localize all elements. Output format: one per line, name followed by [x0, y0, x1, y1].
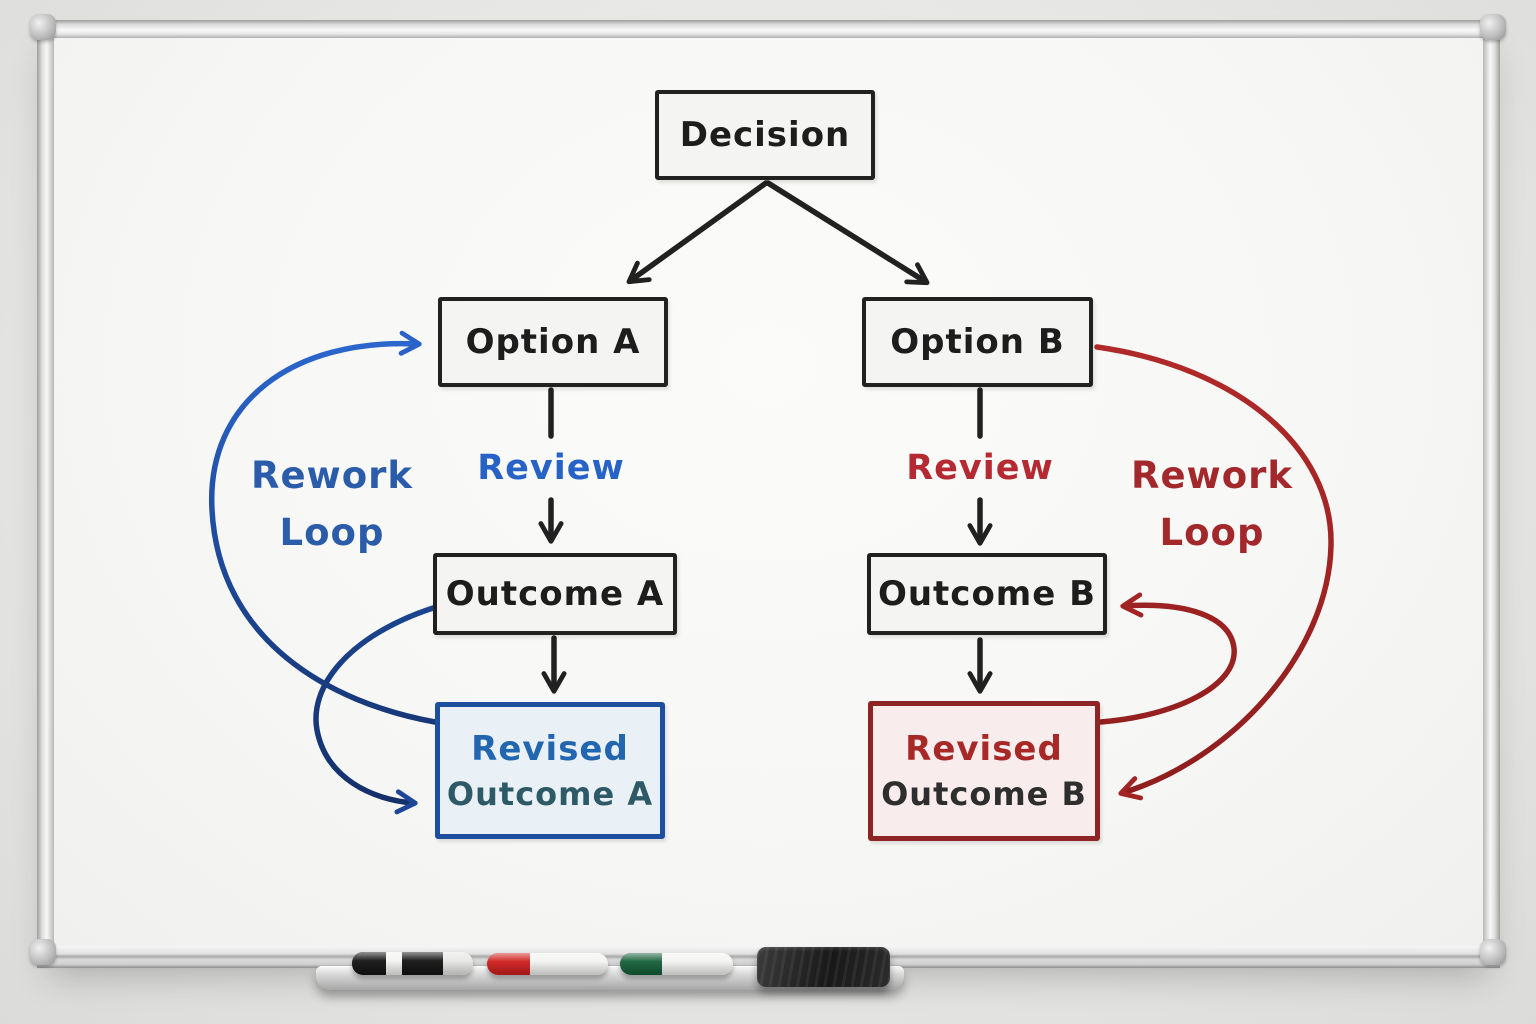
node-decision: Decision [655, 90, 875, 180]
rework-left-line2: Loop [279, 511, 385, 554]
red-marker-body [530, 953, 608, 975]
node-revised-outcome-b-line2: Outcome B [881, 775, 1087, 813]
frame-top [37, 20, 1500, 38]
frame-corner-cap [1480, 14, 1506, 40]
node-revised-outcome-a-line2: Outcome A [446, 774, 654, 813]
green-marker-body [662, 953, 733, 975]
frame-corner-cap [1480, 939, 1506, 965]
edge-label-rework-loop-right: Rework Loop [1102, 447, 1322, 561]
rework-left-line1: Rework [250, 454, 414, 497]
node-outcome-b-label: Outcome B [877, 574, 1097, 614]
edge-label-review-a: Review [477, 448, 625, 488]
node-revised-outcome-b-line1: Revised [905, 729, 1063, 769]
node-outcome-a: Outcome A [433, 553, 677, 635]
frame-corner-cap [30, 939, 56, 965]
green-marker [620, 953, 733, 975]
node-revised-outcome-a-line1: Revised [471, 728, 629, 769]
black-marker-end [443, 952, 473, 975]
node-outcome-a-label: Outcome A [445, 574, 665, 614]
node-outcome-b: Outcome B [867, 553, 1107, 635]
rework-right-line1: Rework [1130, 454, 1294, 497]
black-marker [352, 952, 473, 975]
edge-label-rework-loop-left: Rework Loop [222, 447, 442, 561]
node-option-b-label: Option B [890, 322, 1065, 362]
node-revised-outcome-b: Revised Outcome B [868, 701, 1100, 841]
edge-label-review-b: Review [906, 448, 1054, 488]
frame-right [1483, 20, 1500, 968]
node-decision-label: Decision [679, 115, 851, 155]
black-marker-band [386, 952, 402, 975]
frame-corner-cap [30, 14, 56, 40]
black-marker-body [402, 952, 443, 975]
red-marker [487, 953, 608, 975]
green-marker-cap [620, 953, 662, 975]
node-option-a-label: Option A [465, 322, 641, 362]
rework-right-line2: Loop [1159, 511, 1265, 554]
red-marker-cap [487, 953, 530, 975]
node-option-b: Option B [862, 297, 1093, 387]
black-marker-cap [352, 952, 386, 975]
whiteboard-eraser [757, 947, 890, 987]
node-option-a: Option A [438, 297, 668, 387]
node-revised-outcome-a: Revised Outcome A [435, 702, 665, 839]
frame-left [37, 20, 54, 968]
